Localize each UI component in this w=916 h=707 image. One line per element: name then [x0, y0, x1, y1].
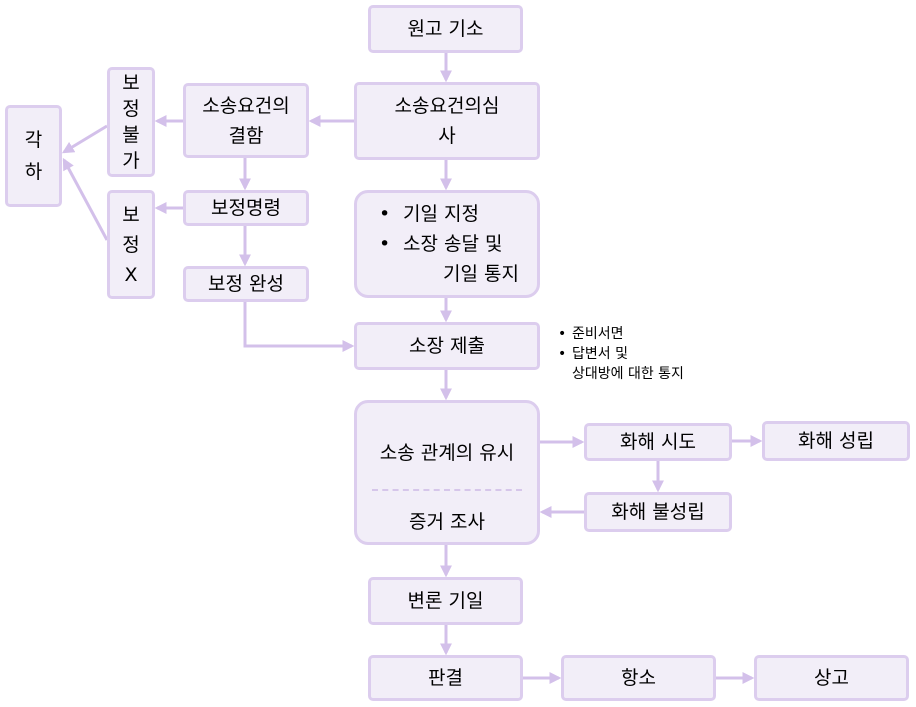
node-correction-complete: 보정 완성 [183, 266, 309, 302]
set-date-text: 기일 지정 [403, 203, 479, 225]
node-appeal: 항소 [561, 655, 716, 701]
note-line-answer: •답변서 및 [558, 346, 628, 362]
node-final-appeal-label: 상고 [814, 666, 849, 689]
node-settlement-reached: 화해 성립 [762, 421, 910, 461]
node-correction-complete-label: 보정 완성 [208, 272, 284, 295]
note-preparatory-docs: •준비서면 •답변서 및 상대방에 대한 통지 [558, 324, 684, 384]
node-settlement-failed: 화해 불성립 [584, 492, 732, 532]
node-settlement-attempt: 화해 시도 [584, 423, 732, 461]
node-correction-order: 보정명령 [183, 190, 309, 226]
node-litigation-label: 소송 관계의 유시 [379, 441, 515, 464]
note-line-prep: •준비서면 [558, 326, 624, 342]
node-complaint-submission-label: 소장 제출 [409, 334, 485, 357]
node-settlement-reached-label: 화해 성립 [798, 429, 874, 452]
node-requirements-review: 소송요건의심사 [354, 82, 540, 160]
node-complaint-submission: 소장 제출 [354, 322, 540, 370]
note-answer-text: 답변서 및 [572, 346, 628, 362]
dashed-divider [372, 488, 522, 491]
node-correction-order-label: 보정명령 [211, 196, 281, 219]
arrow-correction-complete-to-submission [243, 302, 355, 352]
arrow-uncorrectable-to-dismissal [61, 124, 108, 154]
date-notice-line: 기일 통지 [379, 259, 519, 289]
node-requirements-review-label: 소송요건의심사 [394, 95, 500, 147]
node-uncorrectable-label: 보정불가 [122, 72, 140, 172]
node-settlement-attempt-label: 화해 시도 [620, 430, 696, 453]
note-line-notify: 상대방에 대한 통지 [558, 364, 684, 384]
node-uncorrectable: 보정불가 [107, 67, 155, 177]
arrow-no-correction-to-dismissal [62, 157, 109, 241]
date-notice-text: 기일 통지 [443, 263, 519, 285]
node-no-correction: 보정X [107, 190, 155, 299]
node-date-setting: • 기일 지정 • 소장 송달 및 기일 통지 [354, 190, 540, 298]
node-litigation-maintenance: 소송 관계의 유시 증거 조사 [354, 400, 540, 545]
node-dismissal: 각하 [5, 105, 62, 207]
evidence-label-row: 증거 조사 [409, 503, 485, 542]
node-settlement-failed-label: 화해 불성립 [611, 500, 705, 523]
bullet-dot: • [379, 233, 391, 255]
node-judgment-label: 판결 [428, 666, 463, 689]
node-appeal-label: 항소 [621, 666, 656, 689]
bullet-set-date: • 기일 지정 [379, 199, 519, 229]
litigation-label-row: 소송 관계의 유시 [380, 426, 514, 481]
node-judgment: 판결 [368, 655, 523, 701]
bullet-serve-notice: • 소장 송달 및 [379, 229, 519, 259]
serve-notice-text: 소장 송달 및 [403, 233, 503, 255]
node-dismissal-label: 각하 [24, 129, 43, 183]
node-final-appeal: 상고 [754, 655, 909, 701]
note-prep-text: 준비서면 [572, 326, 624, 342]
node-requirements-defect: 소송요건의 결함 [183, 83, 309, 158]
node-requirements-defect-label: 소송요건의 결함 [202, 94, 290, 147]
node-filing-label: 원고 기소 [407, 17, 484, 40]
node-filing: 원고 기소 [368, 5, 523, 53]
node-argument-date: 변론 기일 [368, 577, 523, 625]
node-evidence-label: 증거 조사 [409, 510, 485, 533]
bullet-dot: • [379, 203, 391, 225]
node-argument-date-label: 변론 기일 [407, 589, 484, 612]
note-notify-text: 상대방에 대한 통지 [572, 366, 684, 382]
node-no-correction-label: 보정X [122, 203, 140, 286]
